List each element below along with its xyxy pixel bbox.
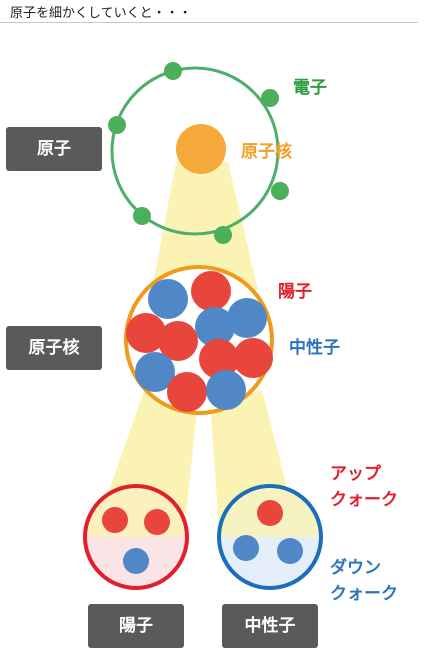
atom-box: 原子 (6, 127, 102, 171)
proton (191, 271, 231, 311)
electron (164, 62, 182, 80)
proton (167, 372, 207, 412)
electron (133, 207, 151, 225)
up-quark-label-line2: クォーク (330, 490, 398, 510)
electron-orbit (110, 66, 280, 236)
nucleus-box: 原子核 (6, 326, 102, 370)
proton (233, 338, 273, 378)
down-quark (123, 548, 149, 574)
proton (126, 313, 166, 353)
electron (214, 226, 232, 244)
proton (158, 321, 198, 361)
proton-closeup (83, 484, 189, 590)
neutron-closeup (217, 484, 323, 590)
up-quark-label-line1: アップ (330, 464, 381, 484)
neutron-box: 中性子 (222, 604, 318, 648)
heading-divider (0, 22, 418, 23)
neutron (227, 298, 267, 338)
proton-label: 陽子 (278, 282, 312, 302)
up-quark (144, 509, 170, 535)
neutron (135, 352, 175, 392)
neutron (195, 307, 235, 347)
beam-atom-to-nucleus (152, 162, 258, 290)
electron (261, 89, 279, 107)
atomic-nucleus (176, 124, 226, 174)
proton-box: 陽子 (88, 604, 184, 648)
electron-label: 電子 (293, 78, 327, 98)
electron (271, 182, 289, 200)
up-quark (257, 500, 283, 526)
down-quark-label-line2: クォーク (330, 584, 398, 604)
neutron (206, 370, 246, 410)
up-quark (102, 507, 128, 533)
page-heading: 原子を細かくしていくと・・・ (10, 6, 192, 21)
neutron (148, 279, 188, 319)
proton (199, 339, 239, 379)
nucleus-label: 原子核 (241, 142, 292, 162)
electron (108, 116, 126, 134)
down-quark-label-line1: ダウン (330, 558, 381, 578)
down-quark (233, 535, 259, 561)
neutron-label: 中性子 (289, 338, 340, 358)
down-quark (277, 538, 303, 564)
